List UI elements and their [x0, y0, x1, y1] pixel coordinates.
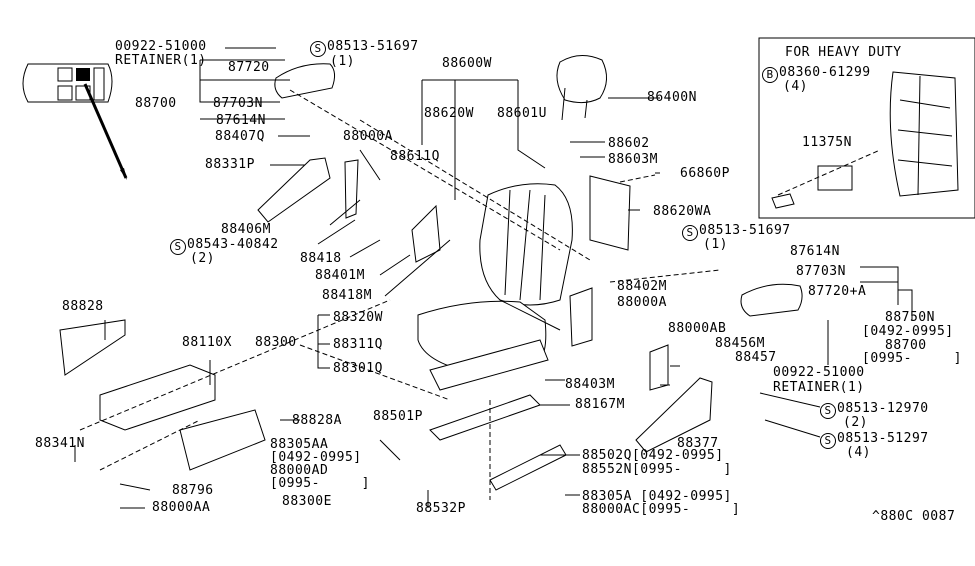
seat-back-drawing: [479, 175, 631, 306]
part-label-88000ab: 88000AB: [668, 321, 727, 336]
part-label-88602: 88602: [608, 136, 650, 151]
dashed-guide-lines: [79, 89, 881, 500]
part-label-88796: 88796: [172, 483, 214, 498]
armrest-drawings: [274, 63, 803, 317]
part-label-88402m: 88402M: [617, 279, 667, 294]
part-label-88406m: 88406M: [221, 222, 271, 237]
part-label-88305aa-date: [0492-0995]: [270, 450, 362, 465]
part-label-88611q: 88611Q: [390, 149, 440, 164]
screw-symbol-icon: S: [170, 239, 186, 255]
part-label-88305a: 88305A [0492-0995]: [582, 489, 732, 504]
part-label-88000a-top: 88000A: [343, 129, 393, 144]
part-label-88457: 88457: [735, 350, 777, 365]
part-label-88320w: 88320W: [333, 310, 383, 325]
part-label-88700-right-date: [0995- ]: [862, 351, 962, 366]
part-label-88301q: 88301Q: [333, 361, 383, 376]
part-label-88620wa: 88620WA: [653, 204, 712, 219]
part-label-88552n: 88552N[0995- ]: [582, 462, 732, 477]
part-label-88110x: 88110X: [182, 335, 232, 350]
part-label-88600w: 88600W: [442, 56, 492, 71]
part-label-88620w: 88620W: [424, 106, 474, 121]
leader-lines: [74, 47, 913, 509]
part-label-88000aa: 88000AA: [152, 500, 211, 515]
part-label-86400n: 86400N: [647, 90, 697, 105]
part-label-88403m: 88403M: [565, 377, 615, 392]
part-label-88502q: 88502Q[0492-0995]: [582, 448, 724, 463]
retainer-label-right: RETAINER(1): [773, 380, 865, 395]
part-label-88700-right: 88700: [885, 338, 927, 353]
part-label-88700: 88700: [135, 96, 177, 111]
inset-bolt-qty: (4): [783, 79, 808, 94]
screw-qty-right: (1): [703, 237, 728, 252]
part-label-88331p: 88331P: [205, 157, 255, 172]
part-label-00922-51000-right: 00922-51000: [773, 365, 865, 380]
screw-symbol-icon: S: [682, 225, 698, 241]
part-label-88750n-date: [0492-0995]: [862, 324, 954, 339]
part-label-87614n: 87614N: [216, 113, 266, 128]
part-label-88000a-mid: 88000A: [617, 295, 667, 310]
bolt-symbol-icon: B: [762, 67, 778, 83]
part-label-87720: 87720: [228, 60, 270, 75]
part-label-88828a: 88828A: [292, 413, 342, 428]
part-label-88401m: 88401M: [315, 268, 365, 283]
part-label-88311q: 88311Q: [333, 337, 383, 352]
part-label-88603m: 88603M: [608, 152, 658, 167]
part-label-88000ac: 88000AC[0995- ]: [582, 502, 741, 517]
headrest-drawing: [556, 55, 607, 121]
screw-symbol-icon: S: [820, 403, 836, 419]
part-label-88407q: 88407Q: [215, 129, 265, 144]
screw-symbol-icon: S: [310, 41, 326, 57]
part-label-87614n-right: 87614N: [790, 244, 840, 259]
part-label-88750n: 88750N: [885, 310, 935, 325]
part-label-88305aa: 88305AA: [270, 437, 329, 452]
heavy-duty-inset-frame: [758, 37, 975, 219]
part-label-88000ad-date: [0995- ]: [270, 476, 370, 491]
part-label-88341n: 88341N: [35, 436, 85, 451]
part-label-88601u: 88601U: [497, 106, 547, 121]
retainer-label: RETAINER(1): [115, 53, 207, 68]
part-label-00922-51000: 00922-51000: [115, 39, 207, 54]
diagram-reference-code: ^880C 0087: [872, 509, 956, 524]
part-label-87703n-right: 87703N: [796, 264, 846, 279]
part-label-88300e: 88300E: [282, 494, 332, 509]
part-label-88828: 88828: [62, 299, 104, 314]
heavy-duty-frame-drawing: [771, 71, 959, 209]
inset-part-11375n: 11375N: [802, 135, 852, 150]
part-label-88377: 88377: [677, 436, 719, 451]
part-label-88456m: 88456M: [715, 336, 765, 351]
screw-qty-mid: (2): [190, 251, 215, 266]
part-label-88501p: 88501P: [373, 409, 423, 424]
screw-qty-51297: (4): [846, 445, 871, 460]
screw-symbol-icon: S: [820, 433, 836, 449]
part-label-88000ad: 88000AD: [270, 463, 329, 478]
part-label-87703n: 87703N: [213, 96, 263, 111]
screw-qty-12970: (2): [843, 415, 868, 430]
part-label-88532p: 88532P: [416, 501, 466, 516]
inset-title: FOR HEAVY DUTY: [785, 45, 902, 60]
part-label-88418: 88418: [300, 251, 342, 266]
screw-qty-top: (1): [330, 54, 355, 69]
vehicle-locator-icon: [22, 63, 128, 180]
part-label-66860p: 66860P: [680, 166, 730, 181]
part-label-88300: 88300: [255, 335, 297, 350]
part-label-87720a-right: 87720+A: [808, 284, 867, 299]
part-label-88418m: 88418M: [322, 288, 372, 303]
part-label-88167m: 88167M: [575, 397, 625, 412]
